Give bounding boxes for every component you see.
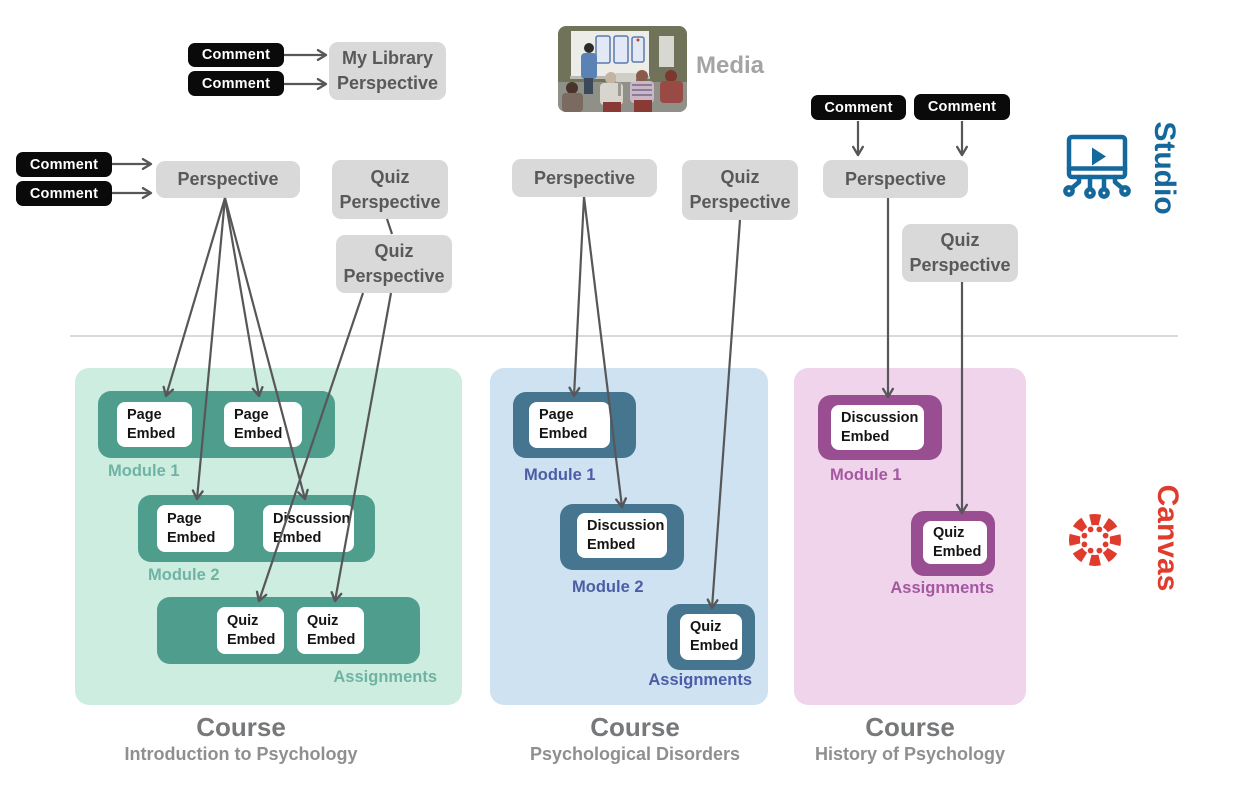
embed-line1: Page [127,406,162,423]
page-embed-box: Page Embed [157,505,234,552]
discussion-embed-box: Discussion Embed [831,405,924,450]
quiz-perspective-line1: Quiz [940,230,980,250]
embed-line1: Page [167,510,202,527]
studio-icon [1062,131,1132,208]
perspective-box: Perspective [512,159,657,197]
comment-pill: Comment [16,181,112,206]
course-subtitle: History of Psychology [814,744,1006,764]
embed-line2: Embed [539,426,588,442]
module-1-label: Module 1 [108,462,180,480]
quiz-perspective-box: Quiz Perspective [902,224,1018,282]
assignments-block [157,597,420,664]
quiz-perspective-line1: Quiz [370,166,410,187]
course-title: Course [590,712,680,742]
embed-line2: Embed [227,631,276,648]
assignments-label: Assignments [648,671,752,689]
course-title: Course [196,712,286,742]
quiz-embed-box: Quiz Embed [217,607,284,654]
embed-line2: Embed [234,425,283,442]
studio-canvas-divider [70,335,1178,337]
assignments-label: Assignments [333,668,437,686]
quiz-perspective-box: Quiz Perspective [682,160,798,220]
comment-pill: Comment [914,94,1010,120]
assignments-label: Assignments [890,579,994,597]
course-title: Course [865,712,955,742]
embed-line2: Embed [273,529,322,546]
embed-line2: Embed [127,425,176,442]
my-library-line2: Perspective [336,73,439,93]
module-1-label: Module 1 [830,466,902,484]
page-embed-box: Page Embed [117,402,192,447]
quiz-perspective-line2: Perspective [689,192,791,212]
my-library-line1: My Library [341,48,434,68]
module-2-label: Module 2 [572,578,644,596]
my-library-perspective-box: My Library Perspective [329,42,446,100]
embed-line1: Quiz [227,612,259,629]
course-subtitle: Psychological Disorders [529,744,741,764]
comment-pill: Comment [188,71,284,96]
quiz-embed-box: Quiz Embed [297,607,364,654]
quiz-embed-box: Quiz Embed [680,614,742,660]
embed-line1: Discussion [273,510,351,527]
canvas-logo [1059,504,1131,581]
embed-line2: Embed [587,536,636,553]
embed-line1: Page [234,406,269,423]
embed-line1: Quiz [933,524,965,541]
comment-pill: Comment [188,43,284,67]
embed-line1: Quiz [307,612,339,629]
quiz-perspective-line2: Perspective [909,255,1011,275]
page-embed-box: Page Embed [224,402,302,447]
studio-label: Studio [1148,121,1181,215]
canvas-label: Canvas [1151,484,1184,592]
media-image [558,26,687,112]
perspective-label: Perspective [533,167,636,188]
perspective-box: Perspective [823,160,968,198]
classroom-photo-illustration [558,26,687,112]
discussion-embed-box: Discussion Embed [577,513,667,558]
quiz-perspective-line1: Quiz [374,241,414,261]
course-subtitle: Introduction to Psychology [124,744,358,764]
quiz-perspective-line2: Perspective [339,191,441,212]
module-1-label: Module 1 [524,466,596,484]
embed-line1: Page [539,407,574,423]
embed-line1: Discussion [841,409,919,426]
embed-line2: Embed [933,543,982,560]
quiz-perspective-line2: Perspective [343,266,445,286]
embed-line2: Embed [690,638,739,654]
quiz-perspective-box: Quiz Perspective [336,235,452,293]
perspective-label: Perspective [177,169,279,189]
module-2-label: Module 2 [148,566,220,584]
perspective-box: Perspective [156,161,300,198]
page-embed-box: Page Embed [529,402,610,448]
embed-line2: Embed [307,631,356,648]
comment-pill: Comment [16,152,112,177]
embed-line2: Embed [167,529,216,546]
discussion-embed-box: Discussion Embed [263,505,354,552]
quiz-perspective-line1: Quiz [720,167,760,187]
comment-pill: Comment [811,95,906,120]
quiz-embed-box: Quiz Embed [923,521,987,564]
embed-line2: Embed [841,428,890,445]
perspective-label: Perspective [844,168,947,189]
embed-line1: Discussion [587,517,665,534]
embed-line1: Quiz [690,619,722,635]
quiz-perspective-box: Quiz Perspective [332,160,448,219]
media-label: Media [696,52,765,79]
